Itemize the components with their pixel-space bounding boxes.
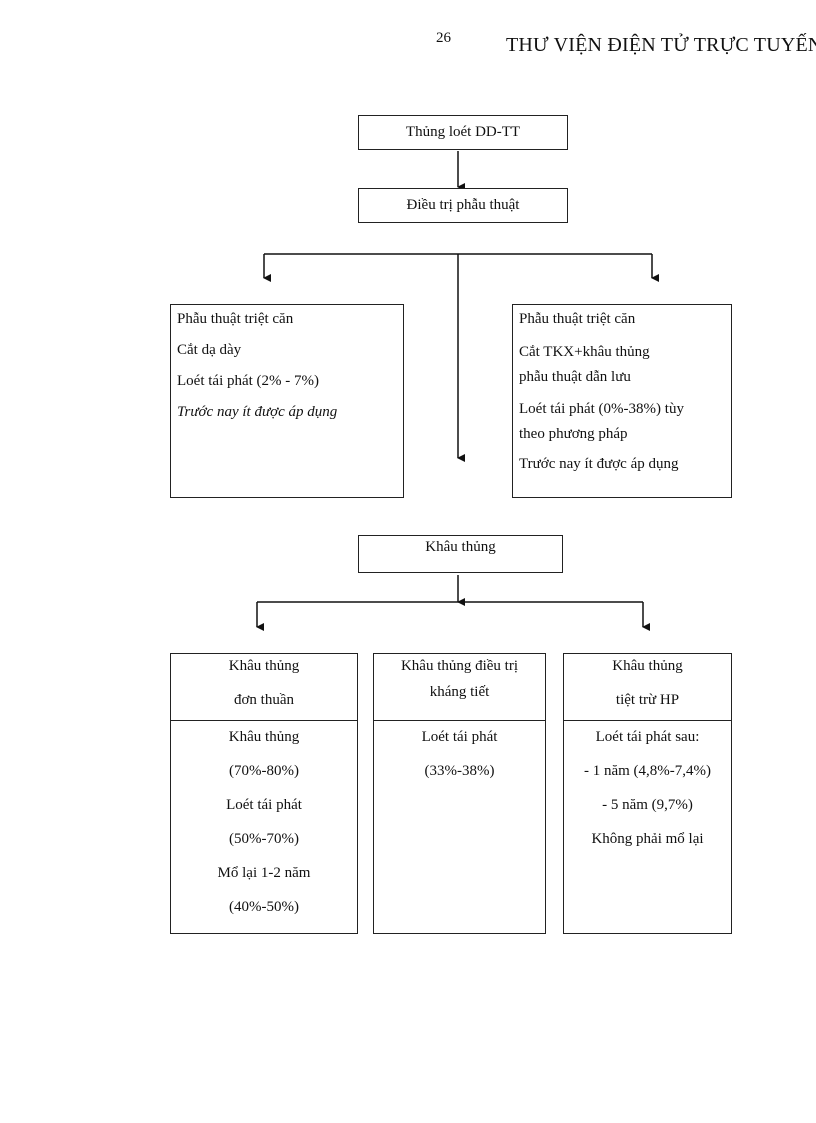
treatment-box: Điều trị phẫu thuật (358, 188, 568, 223)
left-box-line: Phẫu thuật triệt căn (177, 311, 294, 327)
right-box-line: Cắt TKX+khâu thủng (519, 344, 650, 360)
column-2-body-line: Loét tái phát (421, 729, 498, 745)
column-3-body-line: - 1 năm (4,8%-7,4%) (583, 763, 712, 779)
column-3-body-line: Không phải mổ lại (591, 831, 704, 847)
column-1-body-line: Mổ lại 1-2 năm (217, 865, 311, 881)
column-2-heading-line: Khâu thủng điều trị (400, 658, 519, 674)
right-box-line: Loét tái phát (0%-38%) tùy (519, 401, 684, 417)
left-branch-box: Phẫu thuật triệt căn Cắt dạ dày Loét tái… (170, 304, 404, 498)
page-number: 26 (436, 30, 451, 46)
left-box-line: Trước nay ít được áp dụng (177, 404, 338, 420)
middle-box: Khâu thủng (358, 535, 563, 573)
right-box-line: Phẫu thuật triệt căn (519, 311, 636, 327)
column-2-body-line: (33%-38%) (424, 763, 495, 779)
column-1-body-line: (50%-70%) (229, 831, 299, 847)
right-box-line: theo phương pháp (519, 426, 628, 442)
column-3-body-line: Loét tái phát sau: (595, 729, 700, 745)
column-2-body: Loét tái phát (33%-38%) (373, 720, 546, 934)
column-1-heading-line: đơn thuần (233, 692, 294, 708)
column-3-heading-line: Khâu thủng (612, 658, 683, 674)
column-2-heading: Khâu thủng điều trị kháng tiết (373, 653, 546, 721)
column-3-body: Loét tái phát sau: - 1 năm (4,8%-7,4%) -… (563, 720, 732, 934)
column-1-body-line: Loét tái phát (226, 797, 302, 813)
column-2-heading-line: kháng tiết (429, 684, 490, 700)
column-1-body-line: Khâu thủng (228, 729, 300, 745)
left-box-line: Loét tái phát (2% - 7%) (177, 373, 320, 389)
column-3-heading: Khâu thủng tiệt trừ HP (563, 653, 732, 721)
column-1-body-line: (70%-80%) (229, 763, 299, 779)
root-box: Thủng loét DD-TT (358, 115, 568, 150)
column-1-body-line: (40%-50%) (229, 899, 299, 915)
page-header: THƯ VIỆN ĐIỆN TỬ TRỰC TUYẾN (506, 34, 816, 56)
column-1-heading-line: Khâu thủng (228, 658, 300, 674)
right-box-line: phẫu thuật dẫn lưu (519, 369, 631, 385)
right-branch-box: Phẫu thuật triệt căn Cắt TKX+khâu thủng … (512, 304, 732, 498)
column-3-body-line: - 5 năm (9,7%) (602, 797, 693, 813)
column-3-heading-line: tiệt trừ HP (615, 692, 680, 708)
column-1-heading: Khâu thủng đơn thuần (170, 653, 358, 721)
right-box-line: Trước nay ít được áp dụng (519, 456, 679, 472)
column-1-body: Khâu thủng (70%-80%) Loét tái phát (50%-… (170, 720, 358, 934)
left-box-line: Cắt dạ dày (177, 342, 242, 358)
